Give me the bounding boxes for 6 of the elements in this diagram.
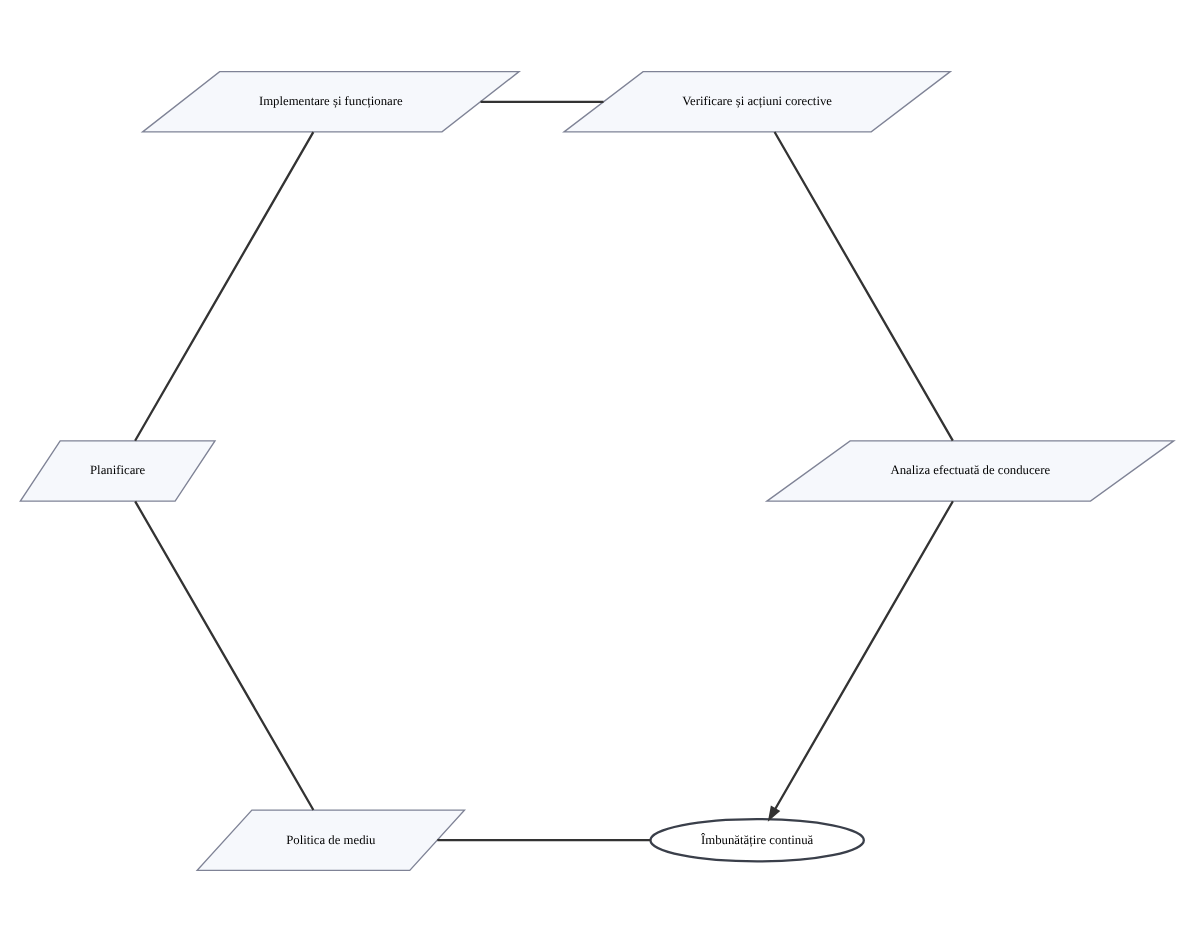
connector [134, 500, 315, 811]
connector [773, 131, 954, 442]
connector [134, 131, 315, 442]
arrow [767, 500, 954, 822]
connector [437, 839, 651, 842]
connector [480, 100, 604, 103]
